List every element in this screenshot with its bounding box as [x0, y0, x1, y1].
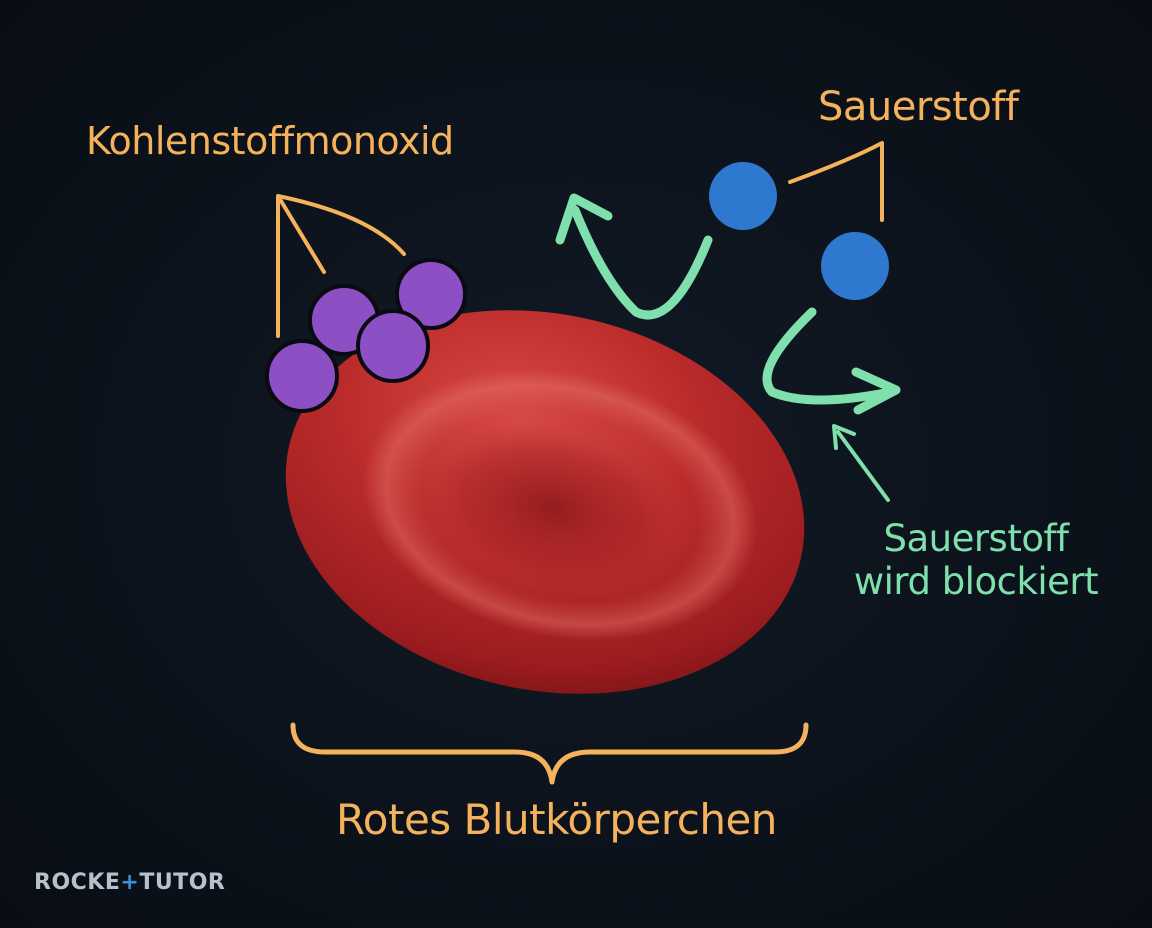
co-molecule [395, 258, 467, 330]
oxygen-molecule [821, 232, 889, 300]
oxygen-molecules [709, 162, 889, 300]
bounce-arrow-up [555, 193, 713, 320]
brand-logo-plus: + [120, 870, 140, 895]
co-molecule [265, 339, 339, 413]
label-oxygen-blocked: Sauerstoff wird blockiert [850, 517, 1102, 603]
brand-logo-part2: TUTOR [139, 870, 226, 895]
label-red-blood-cell: Rotes Blutkörperchen [336, 795, 777, 844]
label-oxygen: Sauerstoff [818, 84, 1019, 130]
label-carbon-monoxide: Kohlenstoffmonoxid [86, 119, 454, 163]
oxygen-pointer-lines [788, 141, 884, 222]
oxygen-molecule [709, 162, 777, 230]
bounce-arrow-right [762, 307, 901, 415]
blocked-pointer-arrow [832, 424, 890, 502]
co-molecules [265, 258, 467, 413]
brand-logo-part1: ROCKE [34, 870, 121, 895]
co-molecule [356, 309, 430, 383]
red-blood-cell [285, 310, 805, 694]
label-oxygen-blocked-line2: wird blockiert [853, 559, 1099, 603]
label-oxygen-blocked-line1: Sauerstoff [883, 517, 1069, 560]
brand-logo: ROCKE+TUTOR [34, 870, 225, 895]
co-pointer-lines [276, 194, 406, 338]
cell-brace [290, 722, 809, 785]
